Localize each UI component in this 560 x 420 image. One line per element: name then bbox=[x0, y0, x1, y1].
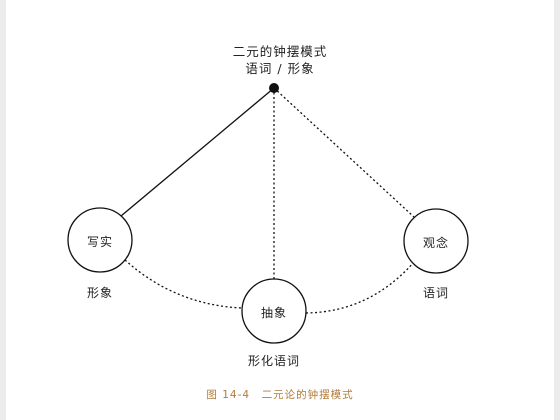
node-circle-center bbox=[241, 278, 307, 344]
page-edge-left bbox=[0, 0, 6, 420]
solid-string-left bbox=[120, 87, 275, 217]
node-sublabel-right: 语词 bbox=[422, 286, 449, 300]
node-circle-left bbox=[67, 207, 133, 273]
figure-caption: 图 14-4 二元论的钟摆模式 bbox=[206, 389, 354, 401]
swing-arc-left bbox=[124, 259, 243, 309]
diagram-title: 二元的钟摆模式 bbox=[232, 44, 328, 59]
node-sublabel-left: 形象 bbox=[86, 286, 113, 300]
dotted-string-right bbox=[273, 87, 415, 218]
node-label-left: 写实 bbox=[86, 235, 113, 249]
swing-arc-right bbox=[305, 261, 415, 314]
node-sublabel-center: 形化语词 bbox=[247, 354, 300, 368]
node-label-right: 观念 bbox=[422, 236, 449, 250]
node-circle-right bbox=[403, 208, 469, 274]
diagram-subtitle: 语词 / 形象 bbox=[245, 61, 315, 76]
pivot-point bbox=[269, 83, 279, 93]
page-edge-right bbox=[554, 0, 560, 420]
node-label-center: 抽象 bbox=[260, 306, 287, 320]
